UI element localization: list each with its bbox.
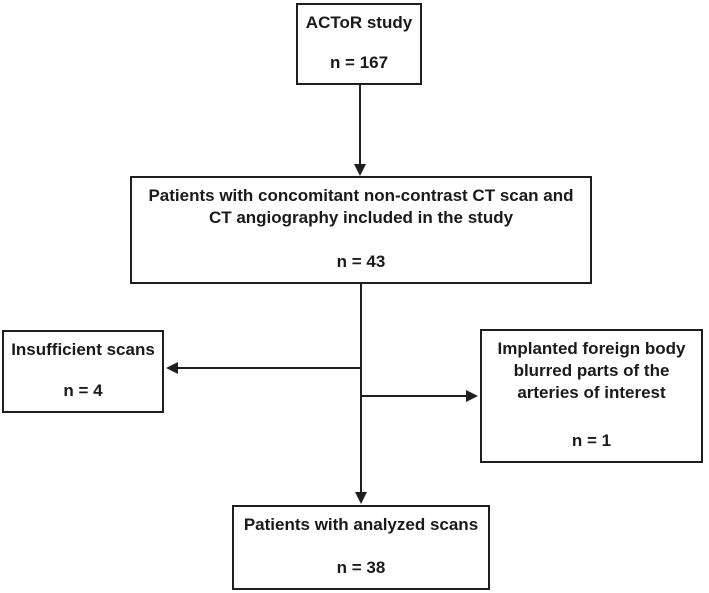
- flow-box-insufficient: Insufficient scans n = 4: [2, 330, 164, 413]
- box-count: n = 4: [63, 381, 103, 400]
- box-count: n = 43: [336, 252, 386, 271]
- box-label-line: Patients with analyzed scans: [243, 515, 479, 534]
- box-label: Patients with analyzed scans: [238, 514, 484, 536]
- box-count: n = 1: [571, 431, 612, 450]
- box-label: ACToR study: [302, 12, 416, 34]
- flow-box-included: Patients with concomitant non-contrast C…: [130, 176, 592, 284]
- arrow-study-to-included: [354, 85, 366, 176]
- flow-box-study: ACToR study n = 167: [296, 3, 422, 85]
- box-label-line: Insufficient scans: [11, 340, 155, 359]
- flow-box-analyzed: Patients with analyzed scans n = 38: [232, 505, 490, 590]
- box-label-line: Implanted foreign body: [497, 339, 686, 358]
- box-label-line: ACToR study: [305, 13, 413, 32]
- box-count: n = 38: [336, 558, 386, 577]
- arrow-branch-insufficient: [166, 362, 361, 374]
- box-label-line: arteries of interest: [517, 383, 666, 402]
- arrow-included-to-analyzed: [355, 284, 367, 504]
- arrow-branch-foreign-body: [361, 390, 478, 402]
- box-count: n = 167: [329, 53, 389, 72]
- box-label-line: CT angiography included in the study: [208, 208, 514, 227]
- box-label-line: Patients with concomitant non-contrast C…: [148, 186, 574, 205]
- box-label-line: blurred parts of the: [513, 361, 670, 380]
- flow-box-foreign-body: Implanted foreign body blurred parts of …: [480, 329, 703, 463]
- box-label: Implanted foreign body blurred parts of …: [486, 338, 697, 404]
- box-label: Patients with concomitant non-contrast C…: [136, 185, 586, 229]
- box-label: Insufficient scans: [8, 339, 158, 361]
